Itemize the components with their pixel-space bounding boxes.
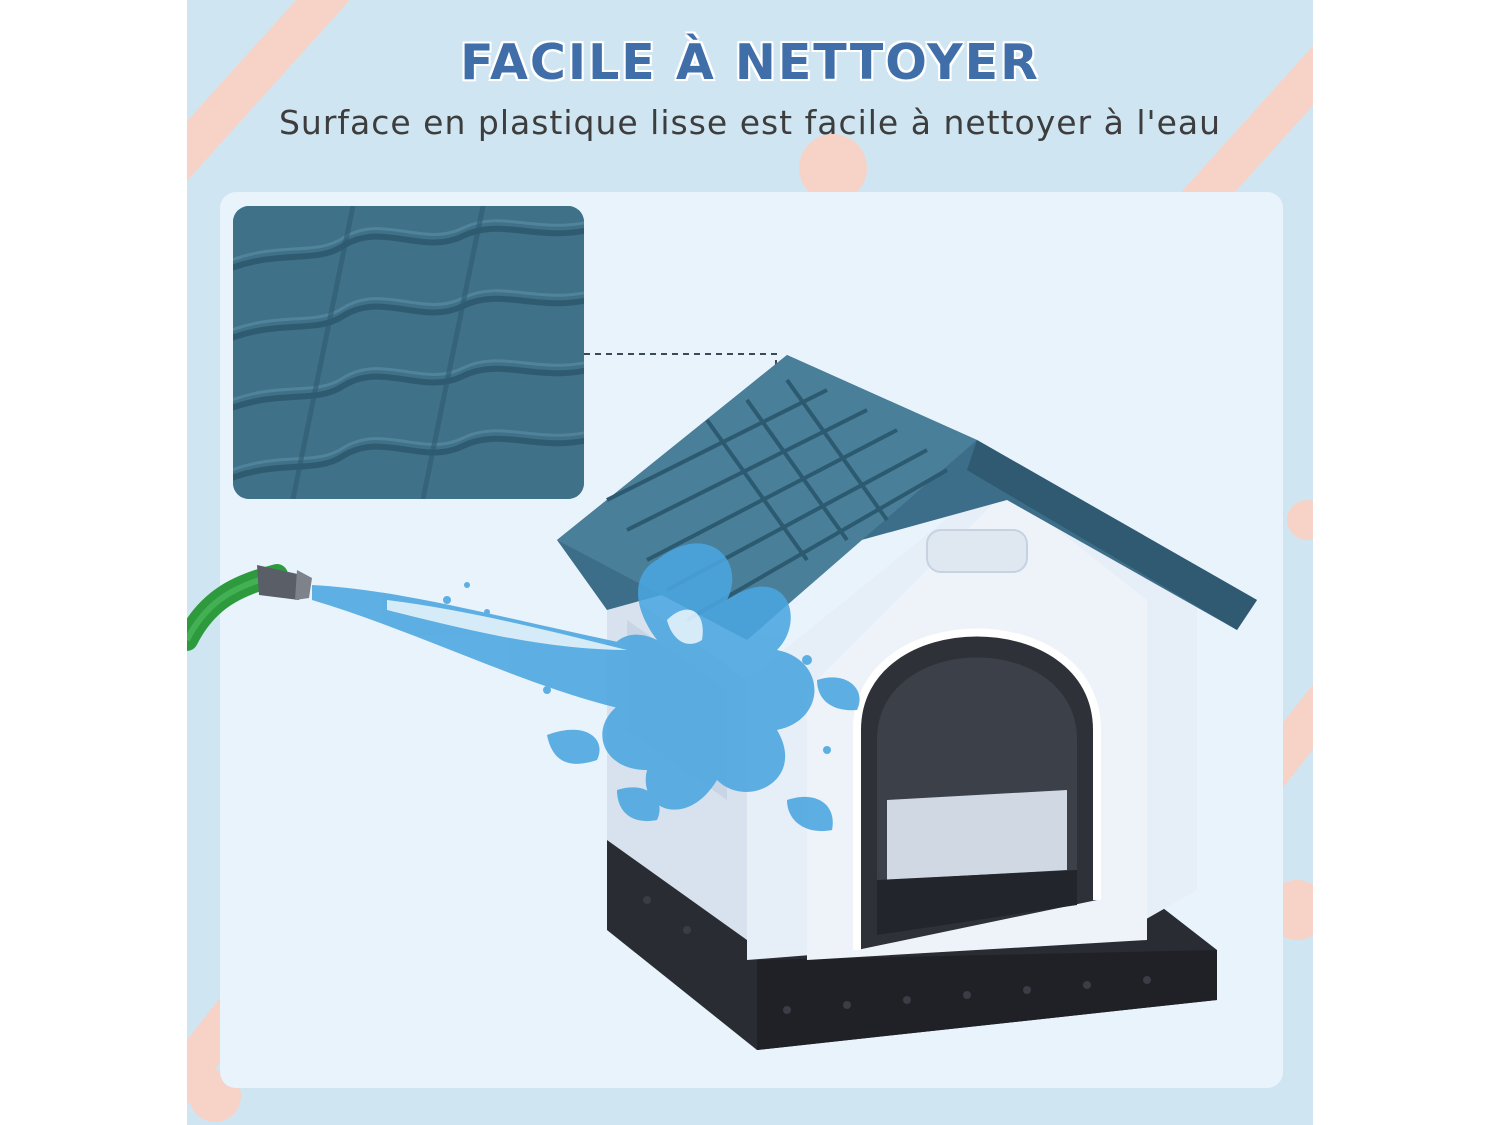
roof-tile-closeup-icon bbox=[233, 206, 584, 499]
product-image-canvas: FACILE À NETTOYER Surface en plastique l… bbox=[187, 0, 1313, 1125]
decor-dot bbox=[799, 134, 867, 202]
decor-dot bbox=[1287, 500, 1313, 540]
page-title: FACILE À NETTOYER bbox=[460, 34, 1040, 91]
page-subtitle: Surface en plastique lisse est facile à … bbox=[278, 103, 1222, 142]
dog-house-illustration bbox=[187, 353, 1257, 1050]
garden-hose-icon bbox=[187, 564, 312, 651]
water-spray-icon bbox=[312, 543, 860, 832]
roof-closeup-inset bbox=[233, 206, 584, 499]
